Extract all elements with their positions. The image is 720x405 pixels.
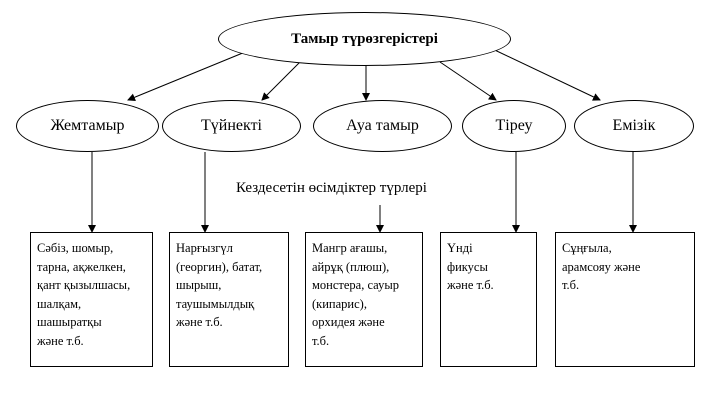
examples-line: қант қызылшасы, xyxy=(37,278,131,292)
category-node-4: Тіреу xyxy=(462,100,566,152)
examples-line: және т.б. xyxy=(37,333,84,348)
root-node: Тамыр түрөзгерістері xyxy=(218,12,511,66)
examples-line: Сұңғыла, xyxy=(562,241,612,255)
examples-line: және т.б. xyxy=(176,315,223,329)
arrow-root-to-category-1 xyxy=(127,49,251,102)
category-node-label: Түйнекті xyxy=(201,117,262,134)
examples-box-4: Үнді фикусы және т.б. xyxy=(440,232,537,367)
examples-line: (кипарис), xyxy=(312,296,367,311)
category-node-label: Ауа тамыр xyxy=(346,117,419,134)
category-node-2: Түйнекті xyxy=(162,100,301,152)
examples-line: т.б. xyxy=(562,278,580,292)
examples-line: Сәбіз, шомыр, xyxy=(37,241,114,255)
category-node-label: Емізік xyxy=(612,117,656,134)
category-node-1: Жемтамыр xyxy=(16,100,159,152)
arrow-root-to-category-4 xyxy=(439,61,497,101)
examples-line: Мангр ағашы, xyxy=(312,241,388,255)
category-node-label: Жемтамыр xyxy=(50,117,125,134)
examples-box-1: Сәбіз, шомыр, тарна, ақжелкен, қант қызы… xyxy=(30,232,153,367)
examples-box-5: Сұңғыла, арамсояу және т.б. xyxy=(555,232,695,367)
arrow-root-to-category-5 xyxy=(481,43,601,101)
examples-box-3: Мангр ағашы, айрұқ (плюш), монстера, сау… xyxy=(305,232,423,367)
examples-line: Үнді xyxy=(447,241,473,255)
examples-line: шашыратқы xyxy=(37,315,102,329)
examples-line: монстера, сауыр xyxy=(312,278,399,292)
category-node-label: Тіреу xyxy=(495,117,533,134)
examples-caption: Кездесетін өсімдіктер түрлері xyxy=(236,180,427,196)
category-node-3: Ауа тамыр xyxy=(313,100,452,152)
examples-box-2: Нарғызгүл (георгин), батат, шырыш, таушы… xyxy=(169,232,289,367)
arrow-root-to-category-2 xyxy=(261,61,301,101)
examples-line: фикусы xyxy=(447,259,488,274)
examples-line: және т.б. xyxy=(447,278,494,292)
examples-line: Нарғызгүл xyxy=(176,241,233,255)
category-node-5: Емізік xyxy=(574,100,694,152)
examples-line: орхидея және xyxy=(312,315,385,329)
root-node-label: Тамыр түрөзгерістері xyxy=(291,30,438,47)
examples-line: шырыш, xyxy=(176,278,222,292)
examples-line: (георгин), батат, xyxy=(176,259,263,274)
examples-line: арамсояу және xyxy=(562,259,641,274)
examples-line: таушымылдық xyxy=(176,296,255,311)
examples-line: тарна, ақжелкен, xyxy=(37,259,126,274)
examples-line: айрұқ (плюш), xyxy=(312,259,390,274)
examples-line: шалқам, xyxy=(37,296,82,311)
examples-line: т.б. xyxy=(312,333,330,348)
